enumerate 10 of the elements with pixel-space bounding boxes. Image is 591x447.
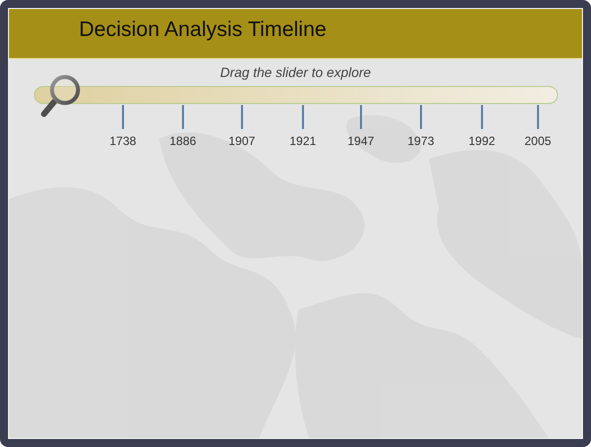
title-text: Decision Analysis Timeline xyxy=(79,17,326,43)
year-label: 1907 xyxy=(228,134,256,148)
year-label: 1921 xyxy=(290,134,316,148)
year-label: 1738 xyxy=(110,134,136,148)
instruction-text: Drag the slider to explore xyxy=(220,65,371,80)
year-label: 2005 xyxy=(524,134,552,148)
year-label: 1947 xyxy=(348,134,374,148)
year-label: 1992 xyxy=(468,134,496,148)
year-label: 1886 xyxy=(170,134,196,148)
year-label: 1973 xyxy=(408,134,434,148)
